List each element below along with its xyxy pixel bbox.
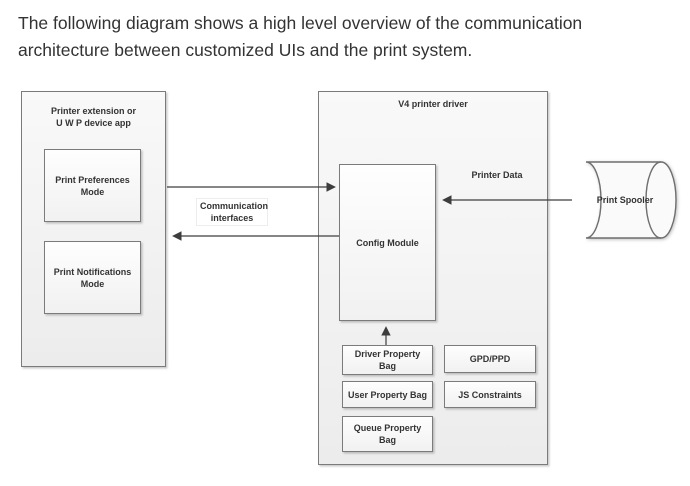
printer-data-label: Printer Data: [471, 170, 523, 180]
communication-interfaces-label: Communication interfaces: [196, 198, 268, 226]
printer-extension-title: Printer extension or U W P device app: [22, 105, 165, 129]
print-spooler-label: Print Spooler: [596, 194, 654, 205]
config-module-box: Config Module: [339, 164, 436, 321]
printer-extension-container: Printer extension or U W P device app: [21, 91, 166, 367]
print-notifications-mode-box: Print Notifications Mode: [44, 241, 141, 314]
v4-printer-driver-title: V4 printer driver: [398, 99, 468, 109]
page-title: The following diagram shows a high level…: [18, 10, 582, 64]
queue-property-bag-box: Queue Property Bag: [342, 416, 433, 452]
page-title-line1: The following diagram shows a high level…: [18, 13, 583, 33]
printer-extension-title-line1: Printer extension or: [50, 106, 137, 116]
print-preferences-mode-label: Print Preferences Mode: [55, 174, 130, 197]
gpd-ppd-label: GPD/PPD: [469, 354, 511, 364]
queue-property-bag-label: Queue Property Bag: [353, 423, 422, 445]
js-constraints-label: JS Constraints: [458, 389, 522, 400]
print-notifications-mode-label: Print Notifications Mode: [53, 266, 132, 289]
driver-property-bag-label: Driver Property Bag: [354, 349, 421, 371]
js-constraints-box: JS Constraints: [444, 381, 536, 408]
config-module-label: Config Module: [356, 237, 419, 248]
communication-interfaces-line1: Communication: [200, 201, 269, 211]
page-title-line2: architecture between customized UIs and …: [18, 40, 473, 60]
communication-interfaces-line2: interfaces: [210, 213, 254, 223]
user-property-bag-label: User Property Bag: [347, 389, 428, 400]
print-preferences-mode-box: Print Preferences Mode: [44, 149, 141, 222]
user-property-bag-box: User Property Bag: [342, 381, 433, 408]
gpd-ppd-box: GPD/PPD: [444, 345, 536, 373]
printer-extension-title-line2: U W P device app: [56, 118, 131, 128]
driver-property-bag-box: Driver Property Bag: [342, 345, 433, 375]
